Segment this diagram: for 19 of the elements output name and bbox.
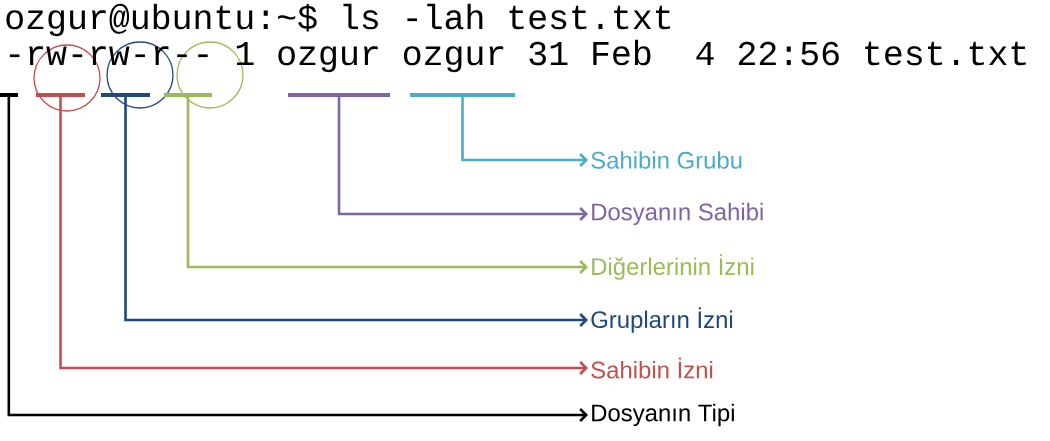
field-label: Sahibin İzni xyxy=(591,357,713,379)
terminal-line: ozgur@ubuntu:~$ ls -lah test.txt xyxy=(6,3,671,37)
bracket-bar xyxy=(410,93,515,97)
field-label: Grupların İzni xyxy=(591,307,733,333)
arrow xyxy=(337,95,588,221)
bracket-bar xyxy=(0,93,18,97)
bracket-bar xyxy=(36,93,85,97)
bracket-bar xyxy=(101,93,150,97)
field-label: Diğerlerinin İzni xyxy=(592,254,754,280)
bracket-bar xyxy=(164,93,212,97)
arrow xyxy=(186,95,588,274)
arrow xyxy=(59,95,588,375)
bracket-bar xyxy=(288,93,390,97)
field-label: Sahibin Grubu xyxy=(591,151,742,169)
arrow xyxy=(124,95,588,327)
field-label: Dosyanın Tipi xyxy=(592,403,734,427)
field-label: Dosyanın Sahibi xyxy=(592,202,763,226)
arrow xyxy=(461,95,588,167)
arrow xyxy=(7,95,588,422)
